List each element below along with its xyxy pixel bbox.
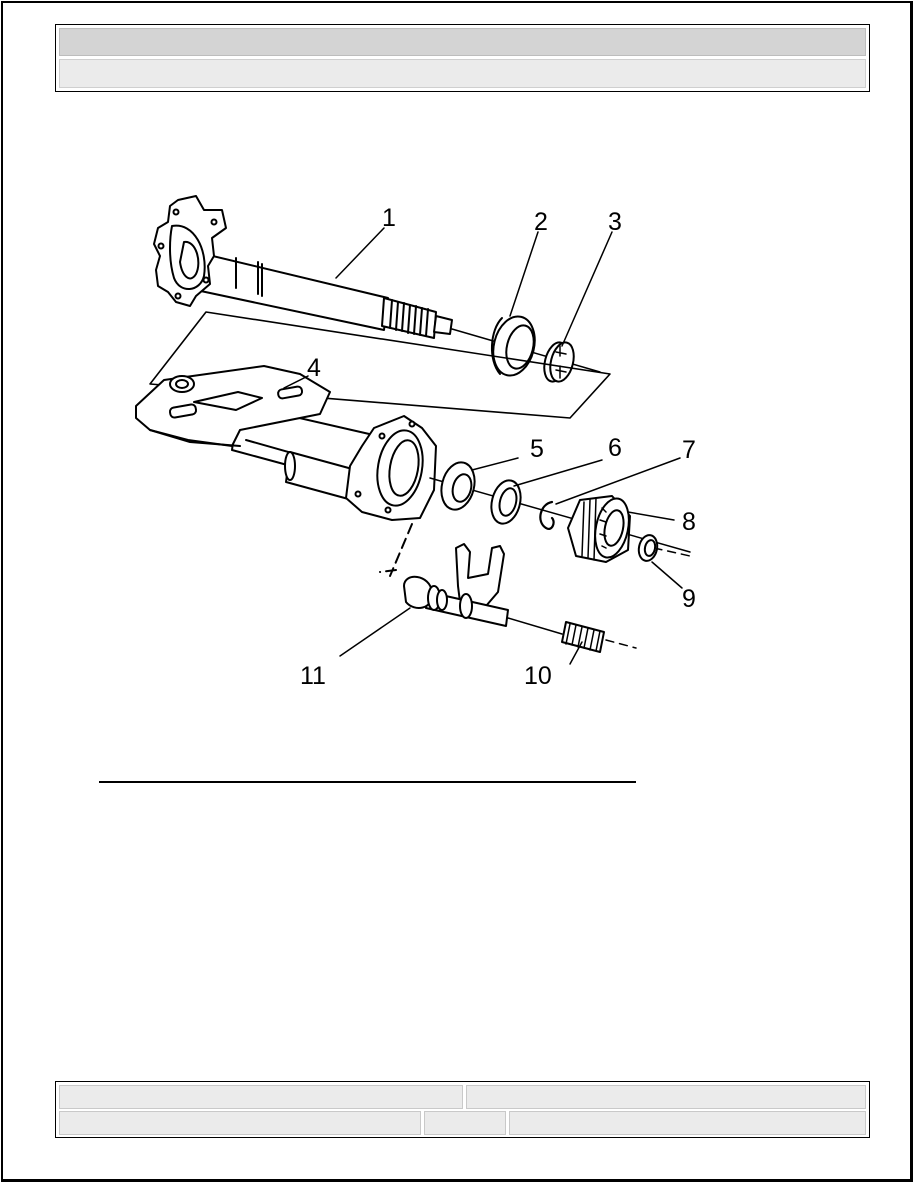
output-shaft-part [153, 195, 453, 339]
callout-9: 9 [682, 585, 696, 613]
header-subtitle-bar [59, 59, 866, 88]
footer-cell-left-top [59, 1085, 463, 1109]
callout-8: 8 [682, 508, 696, 536]
leader-lines [283, 227, 683, 665]
callout-11: 11 [300, 662, 326, 690]
callout-10: 10 [524, 662, 552, 690]
retaining-ring-part [637, 534, 659, 562]
housing-bracket-part [135, 365, 437, 521]
washer-part [490, 479, 522, 525]
callout-4: 4 [307, 354, 321, 382]
callout-7: 7 [682, 436, 696, 464]
footer-cell-right-top [466, 1085, 866, 1109]
sleeve-part [543, 341, 575, 383]
callout-1: 1 [382, 204, 396, 232]
section-divider [99, 781, 636, 783]
footer-cell-left-bottom [59, 1111, 421, 1135]
footer-cell-middle-bottom [424, 1111, 506, 1135]
shift-fork-part [379, 523, 637, 653]
page-footer [55, 1081, 870, 1138]
callout-2: 2 [534, 208, 548, 236]
footer-cell-right-bottom [509, 1111, 866, 1135]
callout-6: 6 [608, 434, 622, 462]
subassembly-outline [149, 311, 611, 419]
snap-ring-part [539, 500, 555, 530]
detent-spring-part [561, 621, 605, 653]
thrust-washer-part [440, 461, 476, 511]
callout-3: 3 [608, 208, 622, 236]
seal-ring-part [490, 315, 536, 377]
page-header [55, 24, 870, 92]
header-title-bar [59, 28, 866, 56]
synchro-hub-part [567, 495, 631, 563]
callout-5: 5 [530, 435, 544, 463]
